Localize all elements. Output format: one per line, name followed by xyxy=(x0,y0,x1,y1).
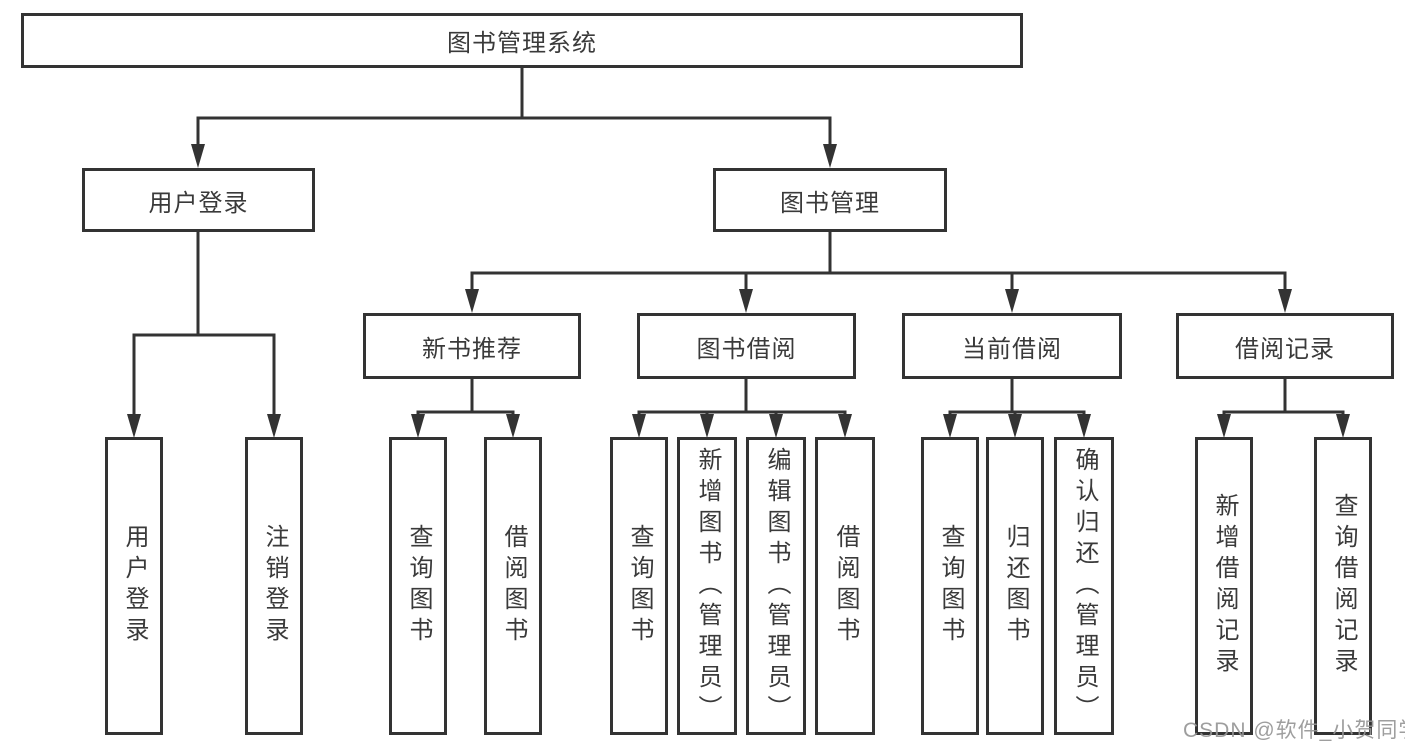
node-root-system: 图书管理系统 xyxy=(21,13,1023,68)
leaf-borrow-edit-book-admin-label: 编辑图书（管理员） xyxy=(763,446,790,726)
leaf-record-query-label: 查询借阅记录 xyxy=(1330,493,1357,679)
leaf-borrow-borrow-book: 借阅图书 xyxy=(815,437,875,735)
leaf-current-return-book-label: 归还图书 xyxy=(1002,524,1029,648)
node-borrow-record: 借阅记录 xyxy=(1176,313,1394,379)
leaf-borrow-query-book: 查询图书 xyxy=(610,437,668,735)
leaf-record-add-label: 新增借阅记录 xyxy=(1211,493,1238,679)
leaf-recommend-query-book-label: 查询图书 xyxy=(405,524,432,648)
node-current-borrow: 当前借阅 xyxy=(902,313,1122,379)
leaf-logout-login-label: 注销登录 xyxy=(261,524,288,648)
leaf-recommend-query-book: 查询图书 xyxy=(389,437,447,735)
leaf-borrow-query-book-label: 查询图书 xyxy=(626,524,653,648)
leaf-recommend-borrow-book: 借阅图书 xyxy=(484,437,542,735)
node-book-borrow: 图书借阅 xyxy=(637,313,856,379)
node-book-management-branch: 图书管理 xyxy=(713,168,947,232)
leaf-recommend-borrow-book-label: 借阅图书 xyxy=(500,524,527,648)
leaf-user-login-label: 用户登录 xyxy=(121,524,148,648)
leaf-current-confirm-return-admin: 确认归还（管理员） xyxy=(1054,437,1114,735)
leaf-current-query-book: 查询图书 xyxy=(921,437,979,735)
csdn-watermark: CSDN @软件_小贺同学 xyxy=(1183,719,1405,742)
node-new-book-recommend: 新书推荐 xyxy=(363,313,581,379)
leaf-record-add: 新增借阅记录 xyxy=(1195,437,1253,735)
leaf-current-query-book-label: 查询图书 xyxy=(937,524,964,648)
leaf-logout-login: 注销登录 xyxy=(245,437,303,735)
leaf-borrow-edit-book-admin: 编辑图书（管理员） xyxy=(746,437,806,735)
leaf-user-login: 用户登录 xyxy=(105,437,163,735)
leaf-current-return-book: 归还图书 xyxy=(986,437,1044,735)
leaf-current-confirm-return-admin-label: 确认归还（管理员） xyxy=(1071,446,1098,726)
leaf-borrow-add-book-admin-label: 新增图书（管理员） xyxy=(694,446,721,726)
leaf-borrow-borrow-book-label: 借阅图书 xyxy=(832,524,859,648)
leaf-borrow-add-book-admin: 新增图书（管理员） xyxy=(677,437,737,735)
node-user-login-branch: 用户登录 xyxy=(82,168,315,232)
leaf-record-query: 查询借阅记录 xyxy=(1314,437,1372,735)
